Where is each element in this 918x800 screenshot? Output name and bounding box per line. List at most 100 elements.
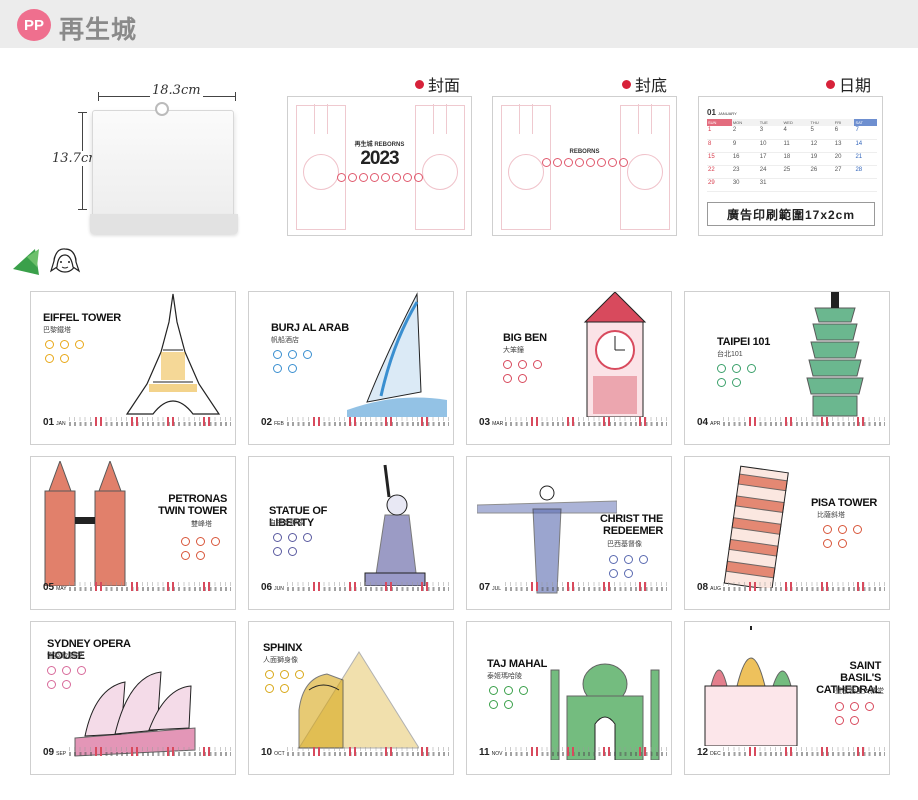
date-cell [782, 178, 810, 192]
landmark-subtitle: 巴西基督像 [607, 541, 642, 548]
month-date-strip [505, 417, 667, 427]
landmark-subtitle: 人面獅身像 [263, 657, 298, 664]
landmark-title: CHRIST THE REDEEMER [599, 513, 663, 537]
eco-stat-icons [503, 360, 542, 383]
back-icon-row [541, 158, 628, 167]
big-ben-ghost-right [415, 104, 465, 230]
eco-stat-icon [518, 360, 527, 369]
red-dot-icon [622, 79, 631, 89]
eco-stat-icon [717, 378, 726, 387]
eco-stat-icon [273, 547, 282, 556]
eco-stat-icon [850, 716, 859, 725]
eco-stat-icon [624, 555, 633, 564]
eco-stat-icon [518, 374, 527, 383]
big-ben-ghost-left [296, 104, 346, 230]
eco-stat-icons [45, 340, 84, 363]
eco-stat-icon [181, 551, 190, 560]
date-cell: 5 [809, 126, 834, 140]
eco-stat-icons [47, 666, 86, 689]
date-cell: 21 [854, 152, 877, 166]
landmark-title: BURJ AL ARAB [271, 322, 349, 334]
month-abbr: FEB [274, 421, 284, 427]
date-cell [854, 178, 877, 192]
date-cell: 8 [707, 139, 732, 153]
eco-stat-icons [273, 533, 312, 556]
month-abbr: SEP [56, 751, 67, 757]
eco-stat-icon [639, 555, 648, 564]
date-preview-label: 日期 [826, 72, 871, 96]
date-cell: 10 [758, 139, 783, 153]
cover-small-title: 再生城 REBORNS [354, 142, 405, 148]
eco-stat-icon [838, 539, 847, 548]
eco-stat-icon [62, 680, 71, 689]
eco-stat-icon [273, 364, 282, 373]
date-cell: 18 [782, 152, 810, 166]
eco-stat-icon [295, 670, 304, 679]
cover-label-text: 封面 [428, 78, 461, 95]
month-abbr: JUN [274, 586, 284, 592]
date-cell: 3 [758, 126, 783, 140]
date-cell: 2 [731, 126, 759, 140]
eco-stat-icons [273, 350, 312, 373]
eco-stat-icons [489, 686, 528, 709]
eco-stat-icon [265, 684, 274, 693]
mascot-girl-icon [13, 248, 81, 275]
eco-stat-icon [609, 555, 618, 564]
cover-year: 2023 [360, 148, 399, 169]
landmark-title: STATUE OF LIBERTY [269, 505, 327, 529]
eco-stat-icon [838, 525, 847, 534]
date-cell: 31 [758, 178, 783, 192]
landmark-title: SPHINX [263, 642, 303, 654]
weekday-header: MON [731, 119, 759, 126]
eco-stat-icon [717, 364, 726, 373]
eco-stat-icon [519, 686, 528, 695]
eco-stat-icon [504, 700, 513, 709]
calendar-size-mockup [90, 102, 238, 234]
month-date-strip [723, 582, 885, 592]
eco-stat-icon [850, 702, 859, 711]
date-cell: 16 [731, 152, 759, 166]
weekday-header: SUN [707, 119, 732, 126]
weekday-header: WED [782, 119, 810, 126]
date-cell: 20 [833, 152, 855, 166]
landmark-subtitle: 大笨鐘 [503, 347, 524, 354]
landmark-subtitle: 聖瓦西里大教堂 [835, 688, 884, 695]
month-date-strip [505, 582, 667, 592]
eco-stat-icon [823, 525, 832, 534]
landmark-subtitle: 雙峰塔 [191, 521, 212, 528]
landmark-illustration [565, 292, 665, 422]
eco-stat-icon [747, 364, 756, 373]
landmark-title: EIFFEL TOWER [43, 312, 121, 324]
eco-stat-icon [211, 537, 220, 546]
date-cell: 26 [809, 165, 834, 179]
date-cell: 25 [782, 165, 810, 179]
eco-stat-icon [288, 350, 297, 359]
landmark-title: PETRONAS TWIN TOWER [158, 493, 227, 517]
month-abbr: NOV [491, 751, 503, 757]
weekday-header: THU [809, 119, 834, 126]
eco-stat-icon [47, 666, 56, 675]
eco-stat-icon [303, 533, 312, 542]
month-date-strip [287, 582, 449, 592]
month-date-strip [505, 747, 667, 757]
month-date-strip [69, 747, 231, 757]
